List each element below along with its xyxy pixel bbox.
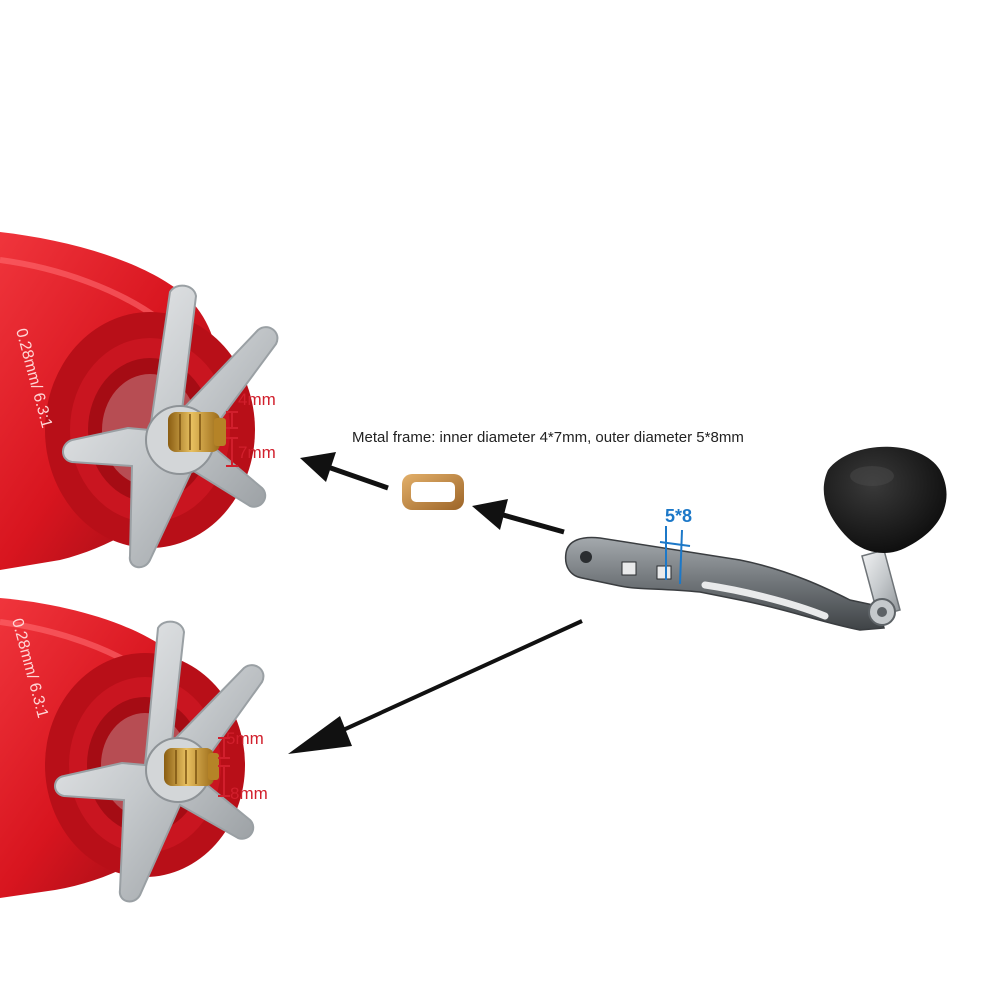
arrow-to-upper-reel: [300, 452, 389, 491]
upper-dim-inner: 4mm: [238, 390, 276, 409]
lower-dim-outer: 8mm: [230, 784, 268, 803]
arrow-to-lower-reel: [288, 619, 583, 754]
upper-brass-nut: [168, 412, 220, 452]
arrow-to-frame: [472, 499, 565, 535]
lower-dim-inner: 5mm: [226, 729, 264, 748]
lower-reel: 0.28mm/ 6.3:1: [0, 598, 265, 903]
metal-frame-ring: [402, 474, 464, 510]
handle-knob: [823, 446, 947, 553]
reel-handle: [564, 446, 947, 631]
lower-brass-nut: [164, 748, 214, 786]
handle-dimension-brackets: [659, 526, 691, 585]
lower-dimension-brackets: [218, 737, 230, 797]
upper-dimension-brackets: [226, 411, 238, 467]
handle-dim-label: 5*8: [665, 506, 693, 526]
upper-dim-outer: 7mm: [238, 443, 276, 462]
metal-frame-caption: Metal frame: inner diameter 4*7mm, outer…: [352, 429, 744, 446]
arrows: [288, 452, 583, 754]
upper-reel: 0.28mm/ 6.3:1: [0, 232, 279, 570]
handle-arm: [564, 536, 885, 631]
